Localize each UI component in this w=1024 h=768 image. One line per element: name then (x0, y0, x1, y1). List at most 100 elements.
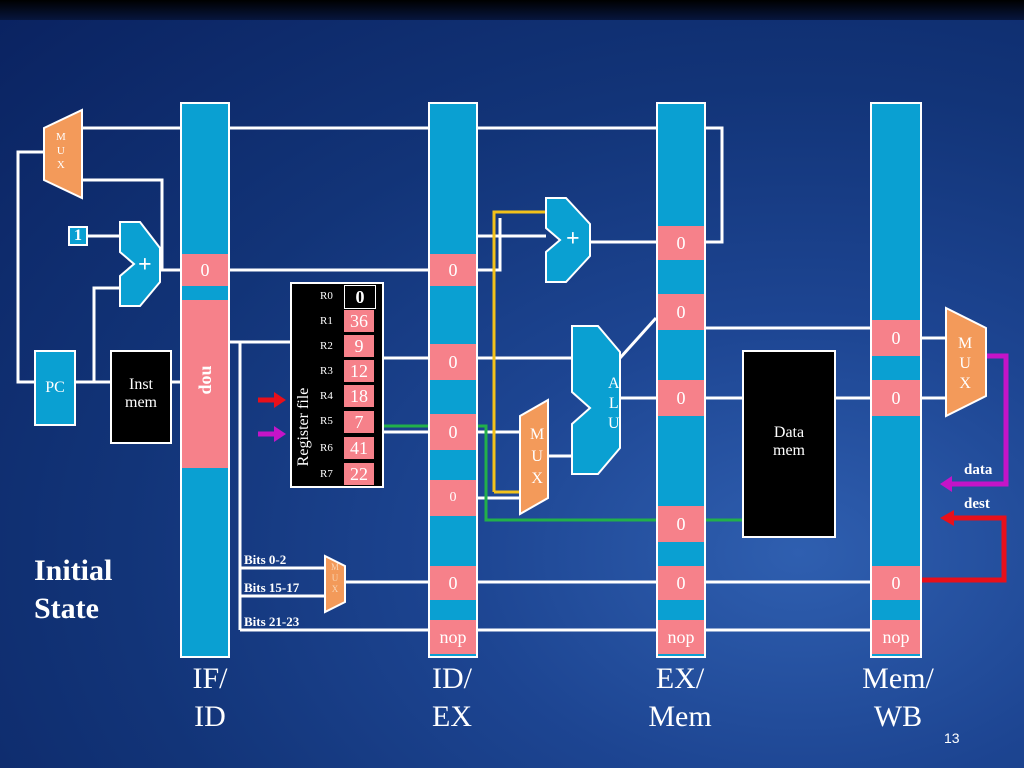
reg-name: R7 (320, 468, 333, 480)
alu-u: U (608, 415, 620, 432)
reg-name: R1 (320, 315, 333, 327)
data-mem-label-2: mem (773, 442, 805, 459)
branch-adder-plus: + (566, 226, 580, 252)
id-ex-dest: 0 (430, 566, 476, 600)
mux-top-label: M U X (56, 130, 66, 172)
if-id-pc-value: 0 (182, 254, 228, 286)
wire-pc-to-adder (92, 286, 120, 382)
page-number: 13 (944, 730, 960, 746)
inst-mem-label-2: mem (125, 394, 157, 411)
alu-shape (571, 325, 621, 475)
id-ex-register (428, 102, 478, 658)
reg-value: 0 (344, 285, 376, 309)
reg-value: 36 (344, 310, 374, 332)
slide-title-line2: State (34, 592, 99, 625)
slide-title-line1: Initial (34, 554, 113, 587)
stage-id-ex-label: ID/ EX (412, 660, 492, 736)
stage-if-id-line2: ID (194, 700, 226, 733)
alu-l: L (608, 395, 619, 412)
mux-wb-shape (945, 306, 987, 418)
register-file-label: Register file (295, 387, 312, 467)
mux-ex-x: X (531, 470, 543, 487)
stage-mem-wb-line2: WB (873, 700, 923, 733)
stage-id-ex-line2: EX (432, 700, 472, 733)
ex-mem-op: nop (658, 620, 704, 654)
mux-top-m: M (56, 131, 66, 143)
stage-ex-mem-label: EX/ Mem (630, 660, 730, 736)
pc-adder-shape (119, 221, 161, 307)
reg-name: R4 (320, 390, 333, 402)
stage-mem-wb-label: Mem/ WB (846, 660, 950, 736)
stage-if-id-label: IF/ ID (170, 660, 250, 736)
id-ex-immediate: 0 (430, 480, 476, 516)
mux-wb-label: M U X (958, 334, 972, 394)
mem-wb-op: nop (872, 620, 920, 654)
ex-mem-a: 0 (658, 294, 704, 330)
mux-top-shape (43, 108, 83, 200)
reg-value: 18 (344, 385, 374, 407)
yellow-forward-wire (492, 210, 546, 494)
if-id-instruction: dou (182, 300, 228, 468)
reg-value: 12 (344, 360, 374, 382)
inst-mem-label-1: Inst (129, 376, 153, 393)
mux-ex-m: M (530, 426, 545, 443)
if-id-instruction-text: dou (195, 365, 215, 395)
data-memory: Data mem (742, 350, 836, 538)
stage-if-id-line1: IF/ (192, 662, 228, 695)
mux-bits-m: M (331, 562, 340, 572)
mux-ex-shape (519, 398, 549, 516)
ex-mem-alu: 0 (658, 380, 704, 416)
mux-top-x: X (56, 159, 65, 171)
reg-name: R0 (320, 290, 333, 302)
reg-name: R6 (320, 442, 333, 454)
mux-wb-u: U (959, 355, 971, 372)
mux-wb-x: X (959, 375, 971, 392)
green-forward-wire (384, 424, 742, 522)
mem-wb-dest: 0 (872, 566, 920, 600)
mux-bits-label: M U X (331, 562, 339, 595)
mux-wb-m: M (958, 335, 973, 352)
mux-bits-x: X (331, 584, 339, 594)
constant-one: 1 (68, 226, 88, 246)
id-ex-value2: 0 (430, 414, 476, 450)
pc-register: PC (34, 350, 76, 426)
id-ex-value1: 0 (430, 344, 476, 380)
slide-title: Initial State (34, 552, 112, 628)
wb-data-arrow (948, 353, 1009, 487)
ex-mem-dest: 0 (658, 566, 704, 600)
reg-name: R3 (320, 365, 333, 377)
reg-value: 9 (344, 335, 374, 357)
mux-bits-shape (324, 554, 346, 614)
stage-ex-mem-line2: Mem (648, 700, 712, 733)
wb-dest-arrow (922, 515, 1007, 583)
reg-value: 41 (344, 437, 374, 459)
stage-id-ex-line1: ID/ (432, 662, 472, 695)
stage-mem-wb-line1: Mem/ (862, 662, 934, 695)
mux-ex-label: M U X (530, 424, 544, 490)
alu-label: A L U (608, 374, 620, 434)
mux-ex-u: U (531, 448, 543, 465)
alu-a: A (608, 375, 620, 392)
id-ex-pc-value: 0 (430, 254, 476, 286)
mem-wb-a: 0 (872, 320, 920, 356)
reg-name: R2 (320, 340, 333, 352)
bits-15-17-label: Bits 15-17 (244, 580, 300, 595)
wire-mux-to-pc (16, 150, 44, 384)
id-ex-op: nop (430, 620, 476, 654)
ex-mem-pc: 0 (658, 226, 704, 260)
mux-top-u: U (56, 145, 65, 157)
data-mem-label-1: Data (773, 424, 805, 441)
ex-mem-value: 0 (658, 506, 704, 542)
bits-21-23-label: Bits 21-23 (244, 614, 300, 629)
wb-data-label: data (964, 462, 993, 478)
wire-pc4-to-mux (82, 178, 164, 270)
reg-name: R5 (320, 415, 333, 427)
mem-wb-b: 0 (872, 380, 920, 416)
reg-value: 7 (344, 411, 374, 433)
mux-bits-u: U (331, 573, 339, 583)
instruction-memory: Inst mem (110, 350, 172, 444)
wb-dest-label: dest (964, 496, 990, 512)
bits-0-2-label: Bits 0-2 (244, 552, 287, 567)
top-band (0, 0, 1024, 20)
